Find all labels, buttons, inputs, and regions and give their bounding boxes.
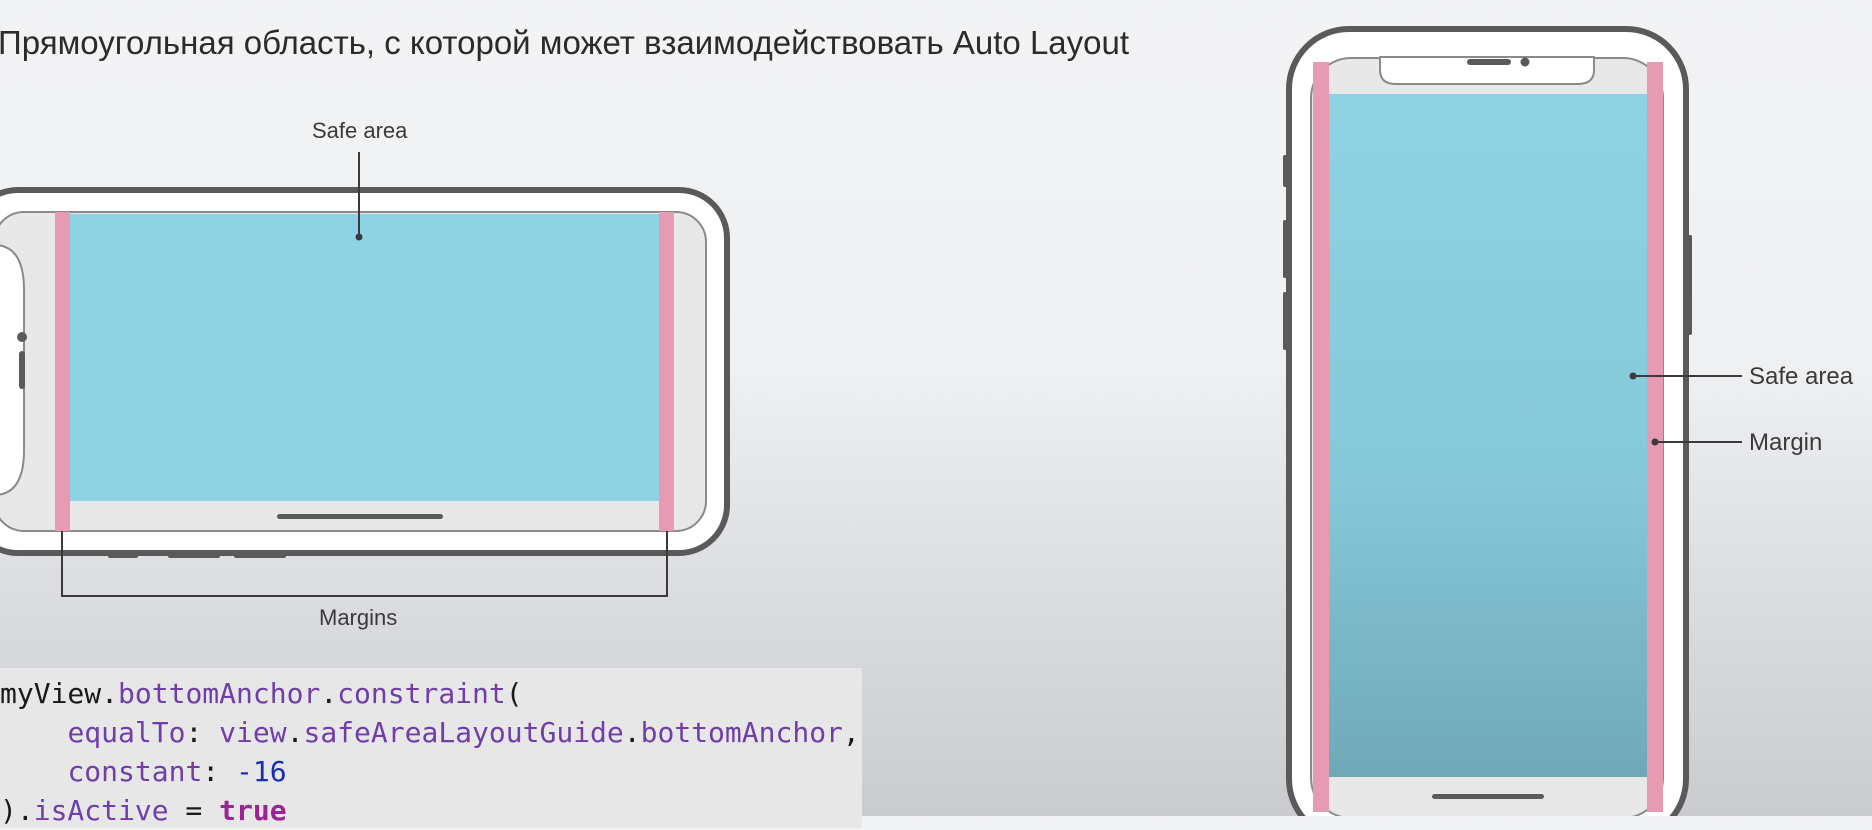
code-token: . (320, 677, 338, 710)
code-token: bottomAnchor (640, 716, 843, 749)
landscape-right-margin (659, 212, 674, 531)
code-token: isActive (33, 794, 169, 827)
landscape-phone-diagram (0, 152, 730, 597)
portrait-left-margin (1313, 62, 1329, 812)
code-token: constraint (337, 677, 506, 710)
code-token: = (168, 794, 220, 827)
code-token (0, 755, 67, 788)
code-token: view (219, 716, 287, 749)
code-token: . (101, 677, 119, 710)
margins-label: Margins (319, 605, 398, 630)
code-token: . (16, 794, 34, 827)
code-line-1: myView.bottomAnchor.constraint( (0, 674, 862, 713)
portrait-margin-label: Margin (1749, 429, 1823, 456)
portrait-speaker (1467, 59, 1511, 65)
landscape-safe-area-dot (355, 233, 363, 241)
portrait-right-margin (1647, 62, 1663, 812)
portrait-safe-area-dot (1629, 372, 1637, 380)
landscape-notch (0, 244, 25, 496)
code-token (0, 716, 67, 749)
code-line-3: constant: -16 (0, 752, 862, 791)
code-token: : (185, 716, 220, 749)
code-token: equalTo (67, 716, 186, 749)
slide-title: Прямоугольная область, с которой может в… (0, 24, 1130, 61)
code-token: -16 (236, 755, 287, 788)
portrait-home-indicator (1432, 794, 1544, 799)
portrait-notch (1379, 56, 1595, 85)
landscape-home-indicator (277, 514, 443, 519)
code-line-4: ).isActive = true (0, 791, 862, 830)
code-token: . (623, 716, 641, 749)
code-token: : (202, 755, 237, 788)
code-token: . (286, 716, 304, 749)
margins-bracket (61, 531, 668, 597)
landscape-safe-area (70, 214, 659, 501)
landscape-safe-area-label: Safe area (312, 118, 408, 143)
landscape-speaker (19, 351, 25, 389)
code-token: true (219, 794, 287, 827)
code-token: myView (0, 677, 102, 710)
code-line-2: equalTo: view.safeAreaLayoutGuide.bottom… (0, 713, 862, 752)
portrait-phone-diagram (1283, 26, 1742, 816)
code-token: ( (505, 677, 523, 710)
portrait-margin-dot (1651, 438, 1659, 446)
code-token: ) (0, 794, 17, 827)
portrait-safe-area-label: Safe area (1749, 363, 1854, 390)
portrait-camera (1520, 57, 1530, 67)
portrait-safe-area (1329, 94, 1647, 777)
landscape-left-margin (55, 212, 70, 531)
code-token: , (842, 716, 860, 749)
code-token: constant (67, 755, 203, 788)
code-snippet-panel: myView.bottomAnchor.constraint( equalTo:… (0, 668, 862, 828)
landscape-camera (17, 332, 27, 342)
code-token: safeAreaLayoutGuide (303, 716, 624, 749)
code-token: bottomAnchor (118, 677, 321, 710)
